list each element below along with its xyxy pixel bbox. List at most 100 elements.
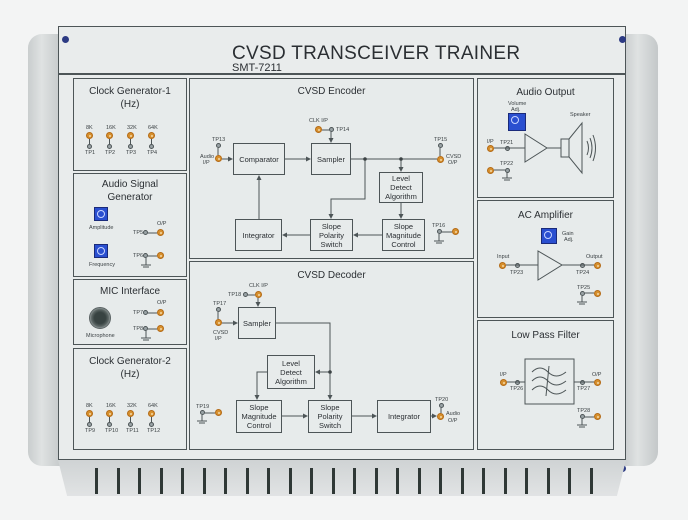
amplifier-label: A+ xyxy=(543,263,550,269)
encoder-sampler-block: Sampler xyxy=(311,143,351,175)
ground-jack[interactable] xyxy=(215,409,222,416)
test-point-tp24[interactable] xyxy=(580,263,585,268)
tp22-label: TP22 xyxy=(500,161,514,167)
block-label: Polarity xyxy=(317,412,343,421)
audio-output-label-2: O/P xyxy=(448,418,458,424)
test-point[interactable] xyxy=(149,144,154,149)
clock-output-jack[interactable] xyxy=(127,132,134,139)
ground-jack[interactable] xyxy=(594,413,601,420)
vent-slot xyxy=(331,468,335,494)
clk-input-jack[interactable] xyxy=(255,291,262,298)
cvsd-input-jack[interactable] xyxy=(215,319,222,326)
test-point-tp7[interactable] xyxy=(143,310,148,315)
audio-input-label-2: I/P xyxy=(203,160,210,166)
module-title: CVSD Decoder xyxy=(297,270,366,281)
clk-input-jack[interactable] xyxy=(315,126,322,133)
test-point[interactable] xyxy=(107,144,112,149)
block-label: Detect xyxy=(280,367,302,377)
clk-input-label: CLK I/P xyxy=(309,118,328,124)
clock-generator-2-module: Clock Generator-2 (Hz) xyxy=(73,348,187,450)
output-jack[interactable] xyxy=(594,262,601,269)
vent-slot xyxy=(353,468,356,494)
test-point[interactable] xyxy=(128,144,133,149)
tp27-label: TP27 xyxy=(577,386,591,392)
ground-jack[interactable] xyxy=(157,325,164,332)
test-point[interactable] xyxy=(107,422,112,427)
test-point-tp20[interactable] xyxy=(439,403,444,408)
wire xyxy=(89,417,90,422)
vent-slot xyxy=(374,468,378,494)
clock-output-jack[interactable] xyxy=(127,410,134,417)
tp14-label: TP14 xyxy=(336,127,350,133)
tp19-label: TP19 xyxy=(196,404,210,410)
test-point-tp8[interactable] xyxy=(143,326,148,331)
left-mounting-ear xyxy=(28,34,62,466)
test-point-tp22[interactable] xyxy=(505,168,510,173)
output-label: O/P xyxy=(157,300,167,306)
test-point-tp27[interactable] xyxy=(580,380,585,385)
test-point-tp14[interactable] xyxy=(329,127,334,132)
ground-jack[interactable] xyxy=(487,167,494,174)
test-point-tp6[interactable] xyxy=(143,253,148,258)
module-title: Audio Output xyxy=(516,87,575,98)
clk-input-label: CLK I/P xyxy=(249,283,268,289)
block-label: Sampler xyxy=(317,154,345,164)
input-jack[interactable] xyxy=(499,262,506,269)
clock-output-jack[interactable] xyxy=(106,132,113,139)
vent-slot xyxy=(245,468,249,494)
clock-output-jack[interactable] xyxy=(86,132,93,139)
microphone-icon[interactable] xyxy=(89,307,111,329)
ground-jack[interactable] xyxy=(452,228,459,235)
audio-signal-generator-module: Audio Signal Generator xyxy=(73,173,187,277)
clock-output-jack[interactable] xyxy=(86,410,93,417)
output-jack[interactable] xyxy=(157,229,164,236)
test-point-tp18[interactable] xyxy=(243,292,248,297)
cvsd-output-jack[interactable] xyxy=(437,156,444,163)
wire xyxy=(130,417,131,422)
test-point-tp13[interactable] xyxy=(216,143,221,148)
test-point-tp16[interactable] xyxy=(437,229,442,234)
wire xyxy=(109,139,110,144)
vent-slot xyxy=(224,468,227,494)
test-point-tp25[interactable] xyxy=(580,291,585,296)
gain-knob[interactable] xyxy=(541,228,557,244)
test-point-tp19[interactable] xyxy=(200,410,205,415)
test-point[interactable] xyxy=(87,422,92,427)
audio-output-jack[interactable] xyxy=(437,413,444,420)
test-point-tp23[interactable] xyxy=(515,263,520,268)
module-subtitle: (Hz) xyxy=(120,369,140,380)
frequency-knob[interactable] xyxy=(94,244,108,258)
test-point[interactable] xyxy=(128,422,133,427)
audio-input-jack[interactable] xyxy=(215,155,222,162)
ground-jack[interactable] xyxy=(157,252,164,259)
vent-slot xyxy=(546,468,550,494)
test-point[interactable] xyxy=(149,422,154,427)
clock-output-jack[interactable] xyxy=(106,410,113,417)
clock-output-jack[interactable] xyxy=(148,132,155,139)
test-point-tp17[interactable] xyxy=(216,307,221,312)
test-point-tp28[interactable] xyxy=(580,414,585,419)
speaker-label: Speaker xyxy=(570,112,591,118)
ground-jack[interactable] xyxy=(594,290,601,297)
test-point-tp26[interactable] xyxy=(515,380,520,385)
amplitude-knob[interactable] xyxy=(94,207,108,221)
clock-output-jack[interactable] xyxy=(148,410,155,417)
input-jack[interactable] xyxy=(487,145,494,152)
cvsd-output-label-2: O/P xyxy=(448,160,458,166)
input-jack[interactable] xyxy=(500,379,507,386)
block-label: Slope xyxy=(320,403,340,412)
module-title: Clock Generator-1 xyxy=(89,86,171,97)
output-jack[interactable] xyxy=(157,309,164,316)
screw-icon xyxy=(619,36,626,43)
tp6-label: TP6 xyxy=(133,253,144,259)
vent-slot xyxy=(525,468,528,494)
test-point-tp5[interactable] xyxy=(143,230,148,235)
test-point[interactable] xyxy=(87,144,92,149)
test-point-tp15[interactable] xyxy=(438,143,443,148)
test-point-tp21[interactable] xyxy=(505,146,510,151)
output-jack[interactable] xyxy=(594,379,601,386)
frequency-label: 32K xyxy=(127,125,137,131)
volume-knob[interactable] xyxy=(508,113,526,131)
test-point-label: TP2 xyxy=(105,150,116,156)
